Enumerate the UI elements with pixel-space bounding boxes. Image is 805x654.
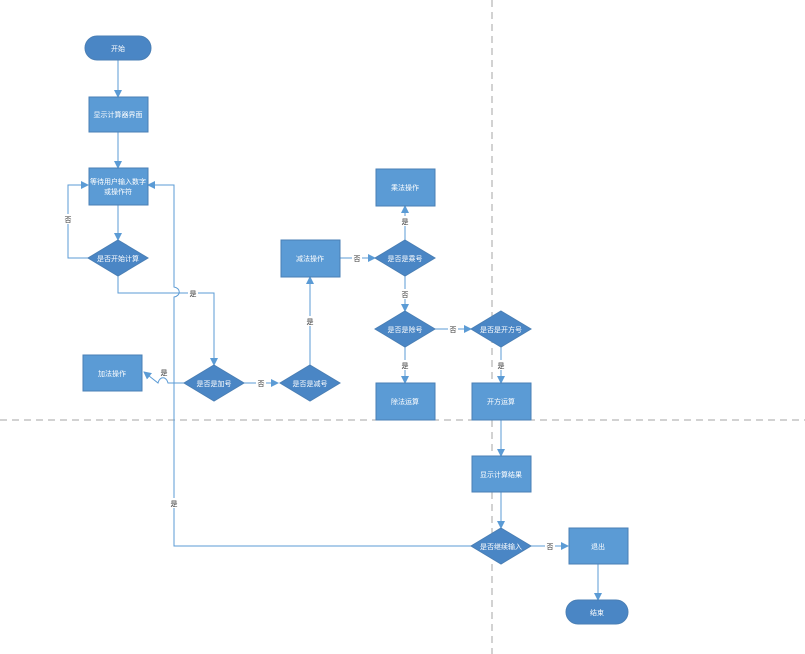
label-continue-yes: 是 (171, 500, 178, 508)
continue-decision (470, 527, 532, 565)
div-op-label: 除法运算 (391, 397, 419, 406)
sqrt-op-process (471, 382, 532, 421)
minus-decision (279, 364, 341, 402)
add-op-label: 加法操作 (98, 369, 126, 378)
label-mul-no: 否 (402, 291, 409, 299)
end-label: 结束 (590, 608, 604, 617)
mul-op-process (375, 168, 436, 207)
start-label: 开始 (111, 44, 125, 53)
show-result-process (471, 455, 532, 493)
wait-input-label-line2: 或操作符 (104, 187, 132, 196)
show-result-label: 显示计算结果 (480, 470, 522, 479)
edge-plus-yes-to-add (143, 371, 184, 384)
div-label: 是否是除号 (388, 325, 423, 334)
label-div-no: 否 (450, 326, 457, 334)
label-mul-yes: 是 (402, 218, 409, 226)
continue-label: 是否继续输入 (480, 542, 522, 551)
label-div-yes: 是 (402, 362, 409, 370)
edge-continue-yes-loop (147, 181, 471, 547)
start-terminal (84, 35, 152, 61)
mul-decision (374, 239, 436, 277)
sub-op-label: 减法操作 (296, 254, 324, 263)
sqrt-decision (470, 310, 532, 348)
edge-startcalc-yes-to-plus (117, 276, 218, 366)
end-terminal (565, 599, 629, 625)
plus-label: 是否是加号 (197, 379, 232, 388)
label-plus-yes: 是 (161, 369, 168, 377)
start-calc-decision (87, 239, 149, 277)
label-startcalc-yes: 是 (190, 290, 197, 298)
add-op-process (82, 354, 143, 392)
label-startcalc-no: 否 (65, 216, 72, 224)
label-continue-no: 否 (547, 543, 554, 551)
sub-op-process (280, 239, 341, 278)
exit-process (568, 527, 629, 565)
mul-op-label: 乘法操作 (391, 183, 419, 192)
label-plus-no: 否 (258, 380, 265, 388)
mul-label: 是否是乘号 (388, 254, 423, 263)
plus-decision (183, 364, 245, 402)
exit-label: 退出 (591, 542, 605, 551)
show-ui-label: 显示计算器界面 (94, 110, 143, 119)
sqrt-label: 是否是开方号 (480, 325, 522, 334)
wait-input-process (88, 167, 149, 206)
label-sqrt-yes: 是 (498, 362, 505, 370)
div-op-process (375, 382, 436, 421)
wait-input-label-line1: 等待用户输入数字 (90, 177, 146, 186)
start-calc-label: 是否开始计算 (97, 254, 139, 263)
label-minus-yes: 是 (307, 318, 314, 326)
minus-label: 是否是减号 (293, 379, 328, 388)
show-ui-process (88, 96, 149, 133)
sqrt-op-label: 开方运算 (487, 397, 515, 406)
div-decision (374, 310, 436, 348)
label-sub-no: 否 (354, 255, 361, 263)
